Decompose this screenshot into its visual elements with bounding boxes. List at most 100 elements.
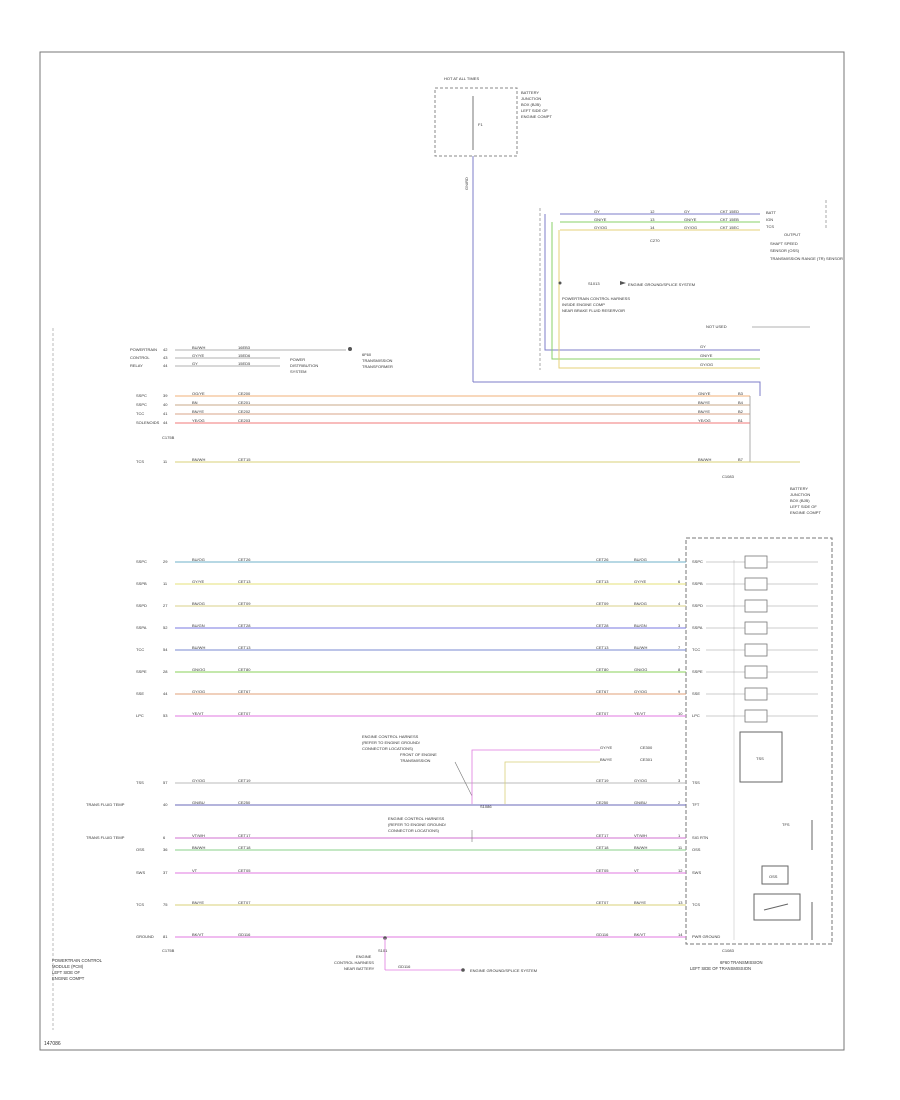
lg1-target-0: 6F60 [362,352,372,357]
lg2-pin: 44 [163,420,168,425]
solenoid-pin: 28 [163,669,168,674]
lower-row-pin-right: 13 [678,900,683,905]
lower-row-pin: 81 [163,934,168,939]
top-side-0: BATTERY [521,90,539,95]
solenoid-circuit: CET09 [238,601,251,606]
uc-wire-run [551,222,760,360]
lower-row-pin: 57 [163,780,168,785]
solenoid-wire-color-right: BU/OG [634,557,647,562]
lower-row-right-label: TFT [692,802,700,807]
top-side-4: ENGINE COMPT [521,114,552,119]
lower-row-wire-color-right: BN/WH [634,845,647,850]
top-module-box [434,87,518,157]
lower-notes: ENGINE CONTROL HARNESS (REFER TO ENGINE … [162,734,735,953]
lg2-tcs-label: TCS [136,459,144,464]
solenoid-wire-color-right: YE/VT [634,711,646,716]
solenoid-right-label: SSPC [692,559,703,564]
solenoid-wire-color: GY/OG [192,689,205,694]
lg2-tcs-pin: 11 [163,459,168,464]
ln1-4: TRANSMISSION [400,758,431,763]
uc-connector-id: C270 [650,238,660,243]
top-feed-wire-run [473,381,761,396]
lg2-label: SOLENOIDS [136,420,160,425]
ln1-0: ENGINE CONTROL HARNESS [362,734,419,739]
lg2-bjb-1: JUNCTION [790,492,810,497]
uc-harness-note-0: POWERTRAIN CONTROL HARNESS [562,296,630,301]
ln2-2: CONNECTOR LOCATIONS) [388,828,440,833]
solenoid-wire-color-right: BU/GN [634,623,647,628]
lg1-note-2: SYSTEM [290,369,306,374]
solenoid-circuit: CET13 [238,579,251,584]
lower-row-label: OSS [136,847,145,852]
tss-mid-wire1 [471,749,600,804]
lg2-bjb-2: BOX (BJB) [790,498,810,503]
top-module-title: HOT AT ALL TIMES [444,76,479,81]
lower-row-circuit-right: CET19 [596,778,609,783]
solenoid-wire-color: BU/OG [192,557,205,562]
uc-right-label-1: IGN [766,217,773,222]
solenoid-pin: 11 [163,581,168,586]
uc-pin: 12 [650,209,655,214]
lower-row-circuit-right: CET18 [596,845,609,850]
lower-row-wire-color-right: VT [634,868,640,873]
lg1-circuit: 15ED5 [238,361,251,366]
solenoid-pin-right: 3 [678,623,681,628]
tss-mid-ckt-label: CE300 [640,745,653,750]
lower-right-connector: C1083 [722,948,735,953]
captions: POWERTRAIN CONTROL MODULE (PCM) LEFT SID… [52,958,763,981]
uc-wire-color: GN/YE [594,217,607,222]
bottom-splice-wire: GD116 [398,964,411,969]
lower-row-pin-right: 1 [678,833,681,838]
solenoid-circuit: CET80 [238,667,251,672]
solenoid-circuit-right: CET13 [596,645,609,650]
uc-right-label-2: TCS [766,224,774,229]
solenoid-label: SSPC [136,559,147,564]
pcm-caption-0: POWERTRAIN CONTROL [52,958,103,963]
lower-row-pin-right: 14 [678,932,683,937]
lg2-label: SSPC [136,393,147,398]
lower-row-wire-color: BN/YE [192,900,204,905]
solenoid-pin-right: 5 [678,557,681,562]
solenoid-wire-color: BU/WH [192,645,205,650]
oss-sensor-box [761,865,789,885]
lg2-circuit: CE202 [238,409,251,414]
lower-row-right-label: TSS [692,780,700,785]
solenoid-pin: 53 [163,713,168,718]
lg1-wire-color: GY [192,361,198,366]
solenoid-circuit: CET26 [238,557,251,562]
tfs-label: TFS [782,822,790,827]
solenoid-right-label: SSPE [692,669,703,674]
uc-right-label-5: SENSOR (OSS) [770,248,800,253]
solenoid-right-label: SSPB [692,581,703,586]
uc-run-label: GN/YE [700,353,713,358]
lower-row-label: TSS [136,780,144,785]
lower-row-label: TRANS FLUID TEMP [86,835,125,840]
ln1-leader [454,761,473,797]
lower-row-circuit-right: CET05 [596,868,609,873]
lg2-pin: 41 [163,411,168,416]
uc-right-label-4: SHAFT SPEED [770,241,798,246]
lower-row-wire-color-right: BK/VT [634,932,646,937]
tss-mid-wire-label: GY/YE [600,745,613,750]
uc-not-used: NOT USED [706,324,727,329]
lower-row-pin-right: 2 [678,800,681,805]
lg2-pin-right: B3 [738,391,744,396]
solenoid-wire-color-right: BU/WH [634,645,647,650]
uc-splice-label: S1013 [588,281,600,286]
uc-wire-color-2: GN/YE [684,217,697,222]
uc-wire-color: GY/OG [594,225,607,230]
lg2-right-connector: C1083 [722,474,735,479]
lower-row-label: TRANS FLUID TEMP [86,802,125,807]
solenoid-coil [744,555,768,569]
uc-right-label-3: OUTPUT [784,232,801,237]
uc-module-title: TRANSMISSION RANGE (TR) SENSOR [770,256,843,261]
pcm-caption-2: LEFT SIDE OF [52,970,81,975]
lower-row-pin-right: 11 [678,845,683,850]
lg2-wire-color: OG/YE [192,391,205,396]
lower-row-right-label: OSS [692,847,701,852]
solenoid-pin-right: 10 [678,711,683,716]
lg1-circuit: 16EB3 [238,345,251,350]
pcm-caption-3: ENGINE COMPT [52,976,85,981]
